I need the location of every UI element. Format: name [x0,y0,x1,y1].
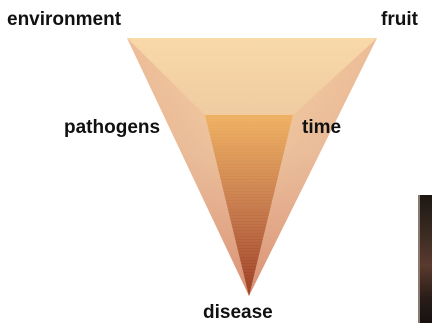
time-label: time [302,117,341,139]
pathogens-label: pathogens [64,117,160,139]
environment-label: environment [7,9,121,31]
cropped-photo-edge [418,195,432,323]
disease-label: disease [203,302,273,324]
fruit-label: fruit [381,9,418,31]
